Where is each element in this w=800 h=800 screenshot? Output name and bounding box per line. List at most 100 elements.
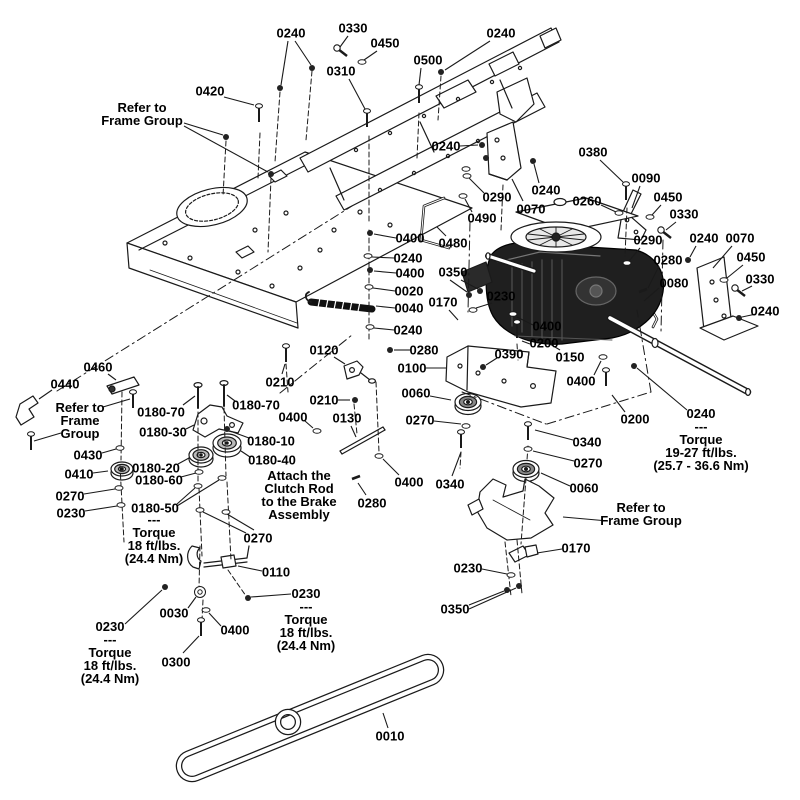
spring-0040 [304, 291, 376, 317]
washer-fastener [458, 193, 468, 199]
leader-line [208, 612, 222, 627]
leader-line [741, 285, 753, 292]
leader-line [436, 226, 447, 237]
leader-line [250, 593, 292, 598]
washer-fastener [116, 502, 126, 508]
leader-line [373, 327, 395, 331]
leader-line [534, 429, 574, 441]
nut-fastener [466, 292, 472, 298]
leader-line [38, 389, 53, 400]
washer-fastener [506, 572, 516, 578]
bolt-fastener [415, 84, 423, 103]
leader-line [599, 159, 624, 183]
nut-fastener [223, 134, 229, 140]
idler-pulley-0060-right [512, 459, 540, 483]
leader-line [357, 482, 367, 496]
leader-line [350, 425, 357, 438]
washer-fastener [523, 446, 533, 452]
leader-line [468, 177, 485, 194]
nut-fastener [162, 584, 168, 590]
washer-fastener [221, 509, 231, 515]
leader-line [382, 458, 400, 476]
bolt-fastener [197, 617, 205, 636]
leader-line [240, 450, 251, 458]
leader-line [600, 204, 617, 213]
nut-fastener [736, 315, 742, 321]
leader-line [475, 302, 493, 309]
leader-line [183, 125, 269, 173]
leader-line [177, 457, 190, 465]
leader-line [363, 50, 378, 61]
washer-fastener [719, 277, 729, 283]
leader-line [468, 590, 505, 606]
leader-line [83, 488, 116, 495]
leader-line [562, 516, 609, 522]
transmission [461, 197, 752, 397]
leader-line [176, 479, 220, 507]
leader-line [373, 233, 397, 239]
washer-fastener [193, 483, 203, 489]
leader-line [418, 67, 422, 86]
leader-line [182, 635, 200, 654]
leader-line [229, 430, 250, 439]
leader-line [237, 565, 263, 572]
bracket-0070-right [696, 256, 759, 341]
leader-line [176, 487, 196, 505]
washer-fastener [614, 210, 624, 216]
drive-belt [175, 653, 445, 783]
nut-fastener [477, 288, 483, 294]
leader-line [647, 265, 660, 289]
nut-fastener [367, 230, 373, 236]
bolt-fastener [513, 319, 521, 338]
brake-assembly [187, 545, 250, 570]
leader-line [185, 424, 195, 430]
leader-line [226, 394, 236, 402]
bolt-diagonal-fastener [657, 226, 672, 239]
washer-fastener [508, 311, 518, 317]
leader-line [375, 305, 396, 309]
nut-fastener [479, 142, 485, 148]
bellcrank-0120 [343, 360, 377, 384]
nut-fastener [277, 85, 283, 91]
leader-line [183, 122, 224, 136]
bolt-diagonal-fastener [333, 44, 348, 57]
nut-fastener [309, 65, 315, 71]
leader-line [611, 394, 626, 413]
leader-line [124, 589, 163, 625]
bracket-0440 [15, 395, 39, 426]
leader-line [539, 337, 561, 351]
bolt-fastener [622, 181, 630, 200]
leader-line [741, 313, 757, 318]
leader-line [631, 185, 641, 209]
leader-line [280, 40, 289, 86]
leader-line [33, 432, 62, 442]
leader-line [726, 264, 744, 279]
nut-fastener [387, 347, 393, 353]
pin-fastener [351, 474, 361, 481]
washer-fastener [622, 260, 632, 266]
leader-line [533, 163, 540, 184]
nut-fastener [367, 267, 373, 273]
leader-line [84, 505, 118, 512]
leader-line [187, 596, 197, 609]
leader-line [182, 395, 196, 406]
leader-line [516, 316, 534, 326]
leader-line [382, 712, 389, 729]
washer-fastener [217, 475, 227, 481]
dashed-guides [56, 70, 664, 621]
washer-fastener [115, 445, 125, 451]
leader-line [348, 78, 366, 110]
leader-line [372, 287, 396, 292]
leader-line [92, 470, 109, 474]
washer-fastener [645, 214, 655, 220]
nut-fastener [504, 587, 510, 593]
leader-line [101, 448, 117, 454]
bolt-fastener [524, 421, 532, 440]
leader-line [448, 309, 459, 321]
leader-line [536, 548, 563, 554]
leader-line [459, 144, 479, 147]
leader-line [628, 247, 641, 262]
leader-line [593, 360, 602, 376]
bolt-fastener [363, 108, 371, 127]
